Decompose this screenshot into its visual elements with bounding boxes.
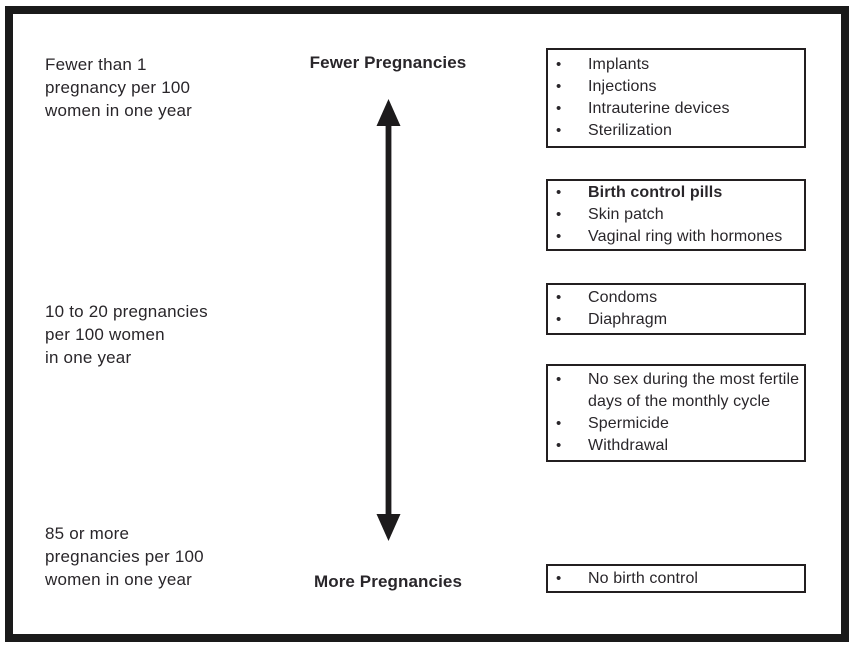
bullet-icon: • <box>556 415 562 432</box>
method-name: Birth control pills <box>588 184 723 201</box>
bullet-icon: • <box>556 311 562 328</box>
bullet-icon: • <box>556 78 562 95</box>
method-name: Diaphragm <box>588 311 668 328</box>
method-name: Skin patch <box>588 206 664 223</box>
method-name: Implants <box>588 56 650 73</box>
fewer-pregnancies-label: Fewer Pregnancies <box>309 53 467 72</box>
method-list-item: • No sex during the most fertile days of… <box>548 369 804 413</box>
method-name: Injections <box>588 78 657 95</box>
more-pregnancies-label: More Pregnancies <box>313 572 463 591</box>
rate-label-line: per 100 women <box>45 325 165 344</box>
method-list-item: • Implants <box>548 54 804 76</box>
method-list-item: • Diaphragm <box>548 309 804 331</box>
method-name: No sex during the most fertile days of t… <box>588 371 800 410</box>
bullet-icon: • <box>556 100 562 117</box>
method-list-item: • Vaginal ring with hormones <box>548 226 804 248</box>
method-box-barrier: • Condoms • Diaphragm <box>546 283 806 335</box>
bullet-icon: • <box>556 228 562 245</box>
method-name: No birth control <box>588 569 699 587</box>
method-list-item: • Birth control pills <box>548 182 804 204</box>
bullet-icon: • <box>556 184 562 201</box>
method-list-item: • Withdrawal <box>548 435 804 457</box>
method-list-item: • Spermicide <box>548 413 804 435</box>
method-name: Intrauterine devices <box>588 100 730 117</box>
method-name: Withdrawal <box>588 437 669 454</box>
bullet-icon: • <box>556 371 562 388</box>
rate-label-line: pregnancy per 100 <box>45 78 191 97</box>
method-box-hormonal: • Birth control pills • Skin patch • Vag… <box>546 179 806 251</box>
method-name: Spermicide <box>588 415 670 432</box>
method-list-item: • No birth control <box>548 568 804 590</box>
method-list-item: • Condoms <box>548 287 804 309</box>
rate-label-line: women in one year <box>45 101 193 120</box>
bullet-icon: • <box>556 122 562 139</box>
effectiveness-arrow-icon <box>376 99 401 541</box>
bullet-icon: • <box>556 56 562 73</box>
rate-label-10-to-20: 10 to 20 pregnancies per 100 women in on… <box>45 300 208 369</box>
method-box-behavioral: • No sex during the most fertile days of… <box>546 364 806 462</box>
method-list-item: • Intrauterine devices <box>548 98 804 120</box>
method-list-item: • Sterilization <box>548 120 804 142</box>
rate-label-line: pregnancies per 100 <box>45 547 204 566</box>
rate-label-line: Fewer than 1 <box>45 55 147 74</box>
bullet-icon: • <box>556 437 562 454</box>
method-name: Condoms <box>588 289 658 306</box>
rate-label-line: in one year <box>45 348 132 367</box>
rate-label-fewer-than-1: Fewer than 1 pregnancy per 100 women in … <box>45 53 192 122</box>
rate-label-line: women in one year <box>45 570 193 589</box>
method-list-item: • Injections <box>548 76 804 98</box>
method-list-item: • Skin patch <box>548 204 804 226</box>
rate-label-line: 10 to 20 pregnancies <box>45 302 208 321</box>
method-name: Vaginal ring with hormones <box>588 228 783 245</box>
rate-label-line: 85 or more <box>45 524 130 543</box>
bullet-icon: • <box>556 289 562 306</box>
bullet-icon: • <box>556 569 562 587</box>
method-name: Sterilization <box>588 122 673 139</box>
rate-label-85-or-more: 85 or more pregnancies per 100 women in … <box>45 522 204 591</box>
bullet-icon: • <box>556 206 562 223</box>
method-box-none: • No birth control <box>546 564 806 593</box>
method-box-most-effective: • Implants • Injections • Intrauterine d… <box>546 48 806 148</box>
